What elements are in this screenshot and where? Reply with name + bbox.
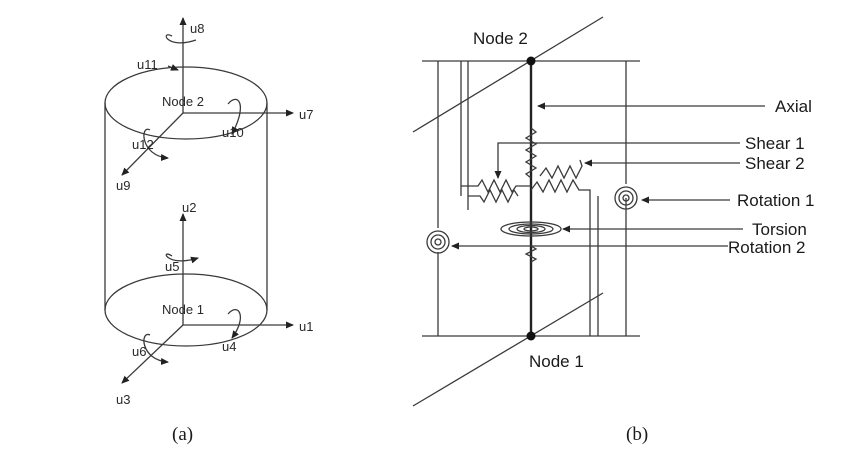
axial-spring	[524, 127, 538, 179]
top-diagonal	[412, 16, 604, 133]
label-rotation2: Rotation 2	[728, 238, 806, 257]
dof-u7: u7	[299, 107, 313, 122]
rotation-u12-icon	[143, 128, 169, 161]
node2-label-b: Node 2	[473, 29, 528, 48]
rotation-u4-icon	[227, 308, 242, 339]
node2-label-a: Node 2	[162, 94, 204, 109]
axial-spring-lower	[524, 245, 538, 263]
dof-u8: u8	[190, 21, 204, 36]
dof-u12: u12	[132, 137, 154, 152]
dof-u3: u3	[116, 392, 130, 407]
node1-label-a: Node 1	[162, 302, 204, 317]
rotation-u6-icon	[143, 333, 169, 365]
dof-u5: u5	[165, 259, 179, 274]
axis-u3	[121, 324, 184, 384]
node1-point	[526, 331, 536, 341]
dof-u1: u1	[299, 319, 313, 334]
panel-b-springs	[412, 16, 765, 407]
rotation1-spiral-icon	[614, 186, 638, 210]
caption-a: (a)	[172, 424, 193, 445]
caption-b: (b)	[626, 424, 648, 445]
label-rotation1: Rotation 1	[737, 191, 815, 210]
dof-u6: u6	[132, 344, 146, 359]
dof-u11: u11	[137, 57, 158, 72]
label-shear2: Shear 2	[745, 154, 805, 173]
panel-a-cylinder	[104, 17, 294, 384]
shear2-spring-upper	[539, 159, 583, 180]
rotation2-spiral-icon	[426, 230, 450, 254]
dof-u10: u10	[222, 125, 244, 140]
dof-u9: u9	[116, 178, 130, 193]
axis-u9	[121, 112, 184, 176]
dof-u4: u4	[222, 339, 236, 354]
rotation-u5-icon	[165, 253, 199, 264]
node1-label-b: Node 1	[529, 352, 584, 371]
shear1-spring	[460, 178, 531, 196]
rotation-u10-icon	[227, 98, 241, 135]
shear1-spring-lower	[467, 188, 519, 210]
bottom-diagonal	[412, 292, 604, 407]
node2-point	[526, 56, 536, 66]
rotation-u11-arc	[165, 34, 197, 44]
label-shear1: Shear 1	[745, 134, 805, 153]
rotation-u11-arrow	[167, 64, 179, 71]
torsion-coil-icon	[500, 221, 562, 237]
dof-u2: u2	[182, 200, 196, 215]
shear2-spring	[530, 178, 591, 336]
label-axial: Axial	[775, 97, 812, 116]
shear1-leader	[494, 142, 740, 179]
label-torsion: Torsion	[752, 220, 807, 239]
